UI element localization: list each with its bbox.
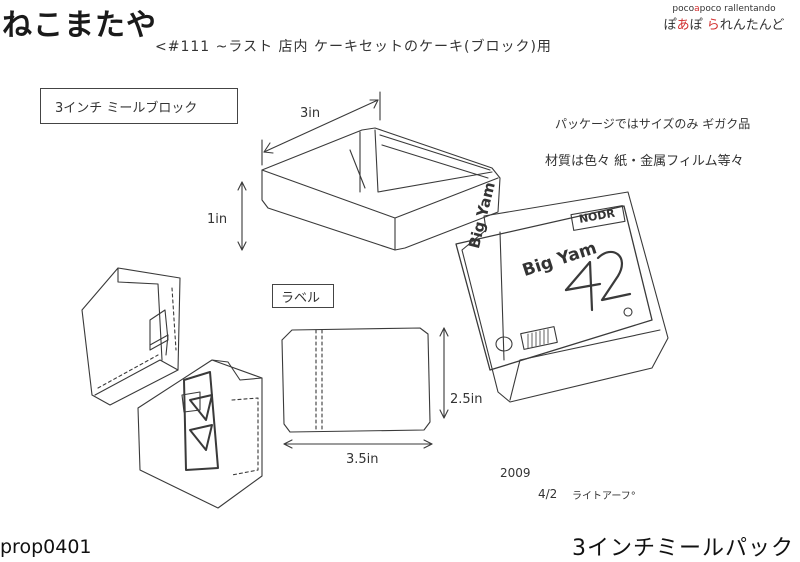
- dim-label-2-5in: 2.5in: [450, 392, 483, 407]
- package-note: パッケージではサイズのみ ギガク品: [555, 117, 751, 131]
- material-note: 材質は色々 紙・金属フィルム等々: [545, 154, 744, 169]
- box-label-text: 3インチ ミールブロック: [55, 101, 198, 116]
- dim-2-5in-arrow: [439, 327, 449, 419]
- box-label-frame: 3インチ ミールブロック: [40, 88, 238, 124]
- label-tag-text: ラベル: [281, 291, 321, 306]
- header-note: <#111 ~ラスト 店内 ケーキセットのケーキ(ブロック)用: [155, 39, 552, 55]
- date-year: 2009: [500, 466, 531, 480]
- folded-pack-sketch: [137, 359, 263, 509]
- prop-title: 3インチミールパック: [572, 536, 794, 561]
- prop-code: prop0401: [0, 536, 92, 558]
- dim-3in-arrow: [261, 91, 381, 166]
- date-day: 4/2: [538, 487, 558, 501]
- dim-label-1in: 1in: [207, 212, 228, 227]
- top-block-sketch: [261, 127, 501, 251]
- dim-3-5in-arrow: [283, 439, 433, 449]
- brand-kana: ぽあぽ られんたんど: [663, 18, 785, 33]
- label-tag-frame: ラベル: [272, 284, 334, 308]
- brand-mark: pocoapoco rallentando ぽあぽ られんたんど: [654, 4, 794, 33]
- signature: ライトアーフ°: [572, 491, 636, 502]
- brand-latin: pocoapoco rallentando: [672, 4, 776, 14]
- dim-label-3-5in: 3.5in: [346, 452, 379, 467]
- package-art-sketch: [455, 191, 669, 403]
- flat-label-sketch: [281, 327, 431, 433]
- logo-text: ねこまたや: [2, 8, 157, 43]
- dim-label-3in: 3in: [300, 106, 321, 121]
- open-box-sketch: [81, 267, 181, 406]
- dim-1in-arrow: [237, 181, 247, 251]
